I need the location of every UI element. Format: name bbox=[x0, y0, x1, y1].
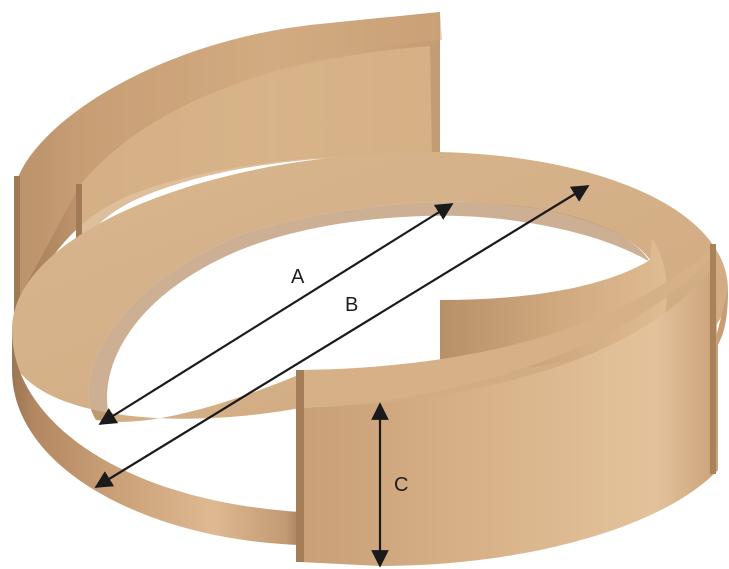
inner-step-shadow bbox=[88, 201, 651, 420]
dimension-b-label: B bbox=[345, 294, 358, 316]
dimension-a-label: A bbox=[291, 266, 305, 288]
back-wall-rim bbox=[18, 12, 442, 300]
dimension-c-label: C bbox=[394, 474, 408, 496]
dimension-b-arrow bbox=[94, 185, 590, 488]
front-wall-end bbox=[296, 370, 304, 562]
left-edge bbox=[14, 176, 20, 326]
ring-outer-face bbox=[12, 330, 300, 545]
right-slot bbox=[710, 244, 716, 474]
back-wall-inner-face bbox=[80, 46, 432, 246]
